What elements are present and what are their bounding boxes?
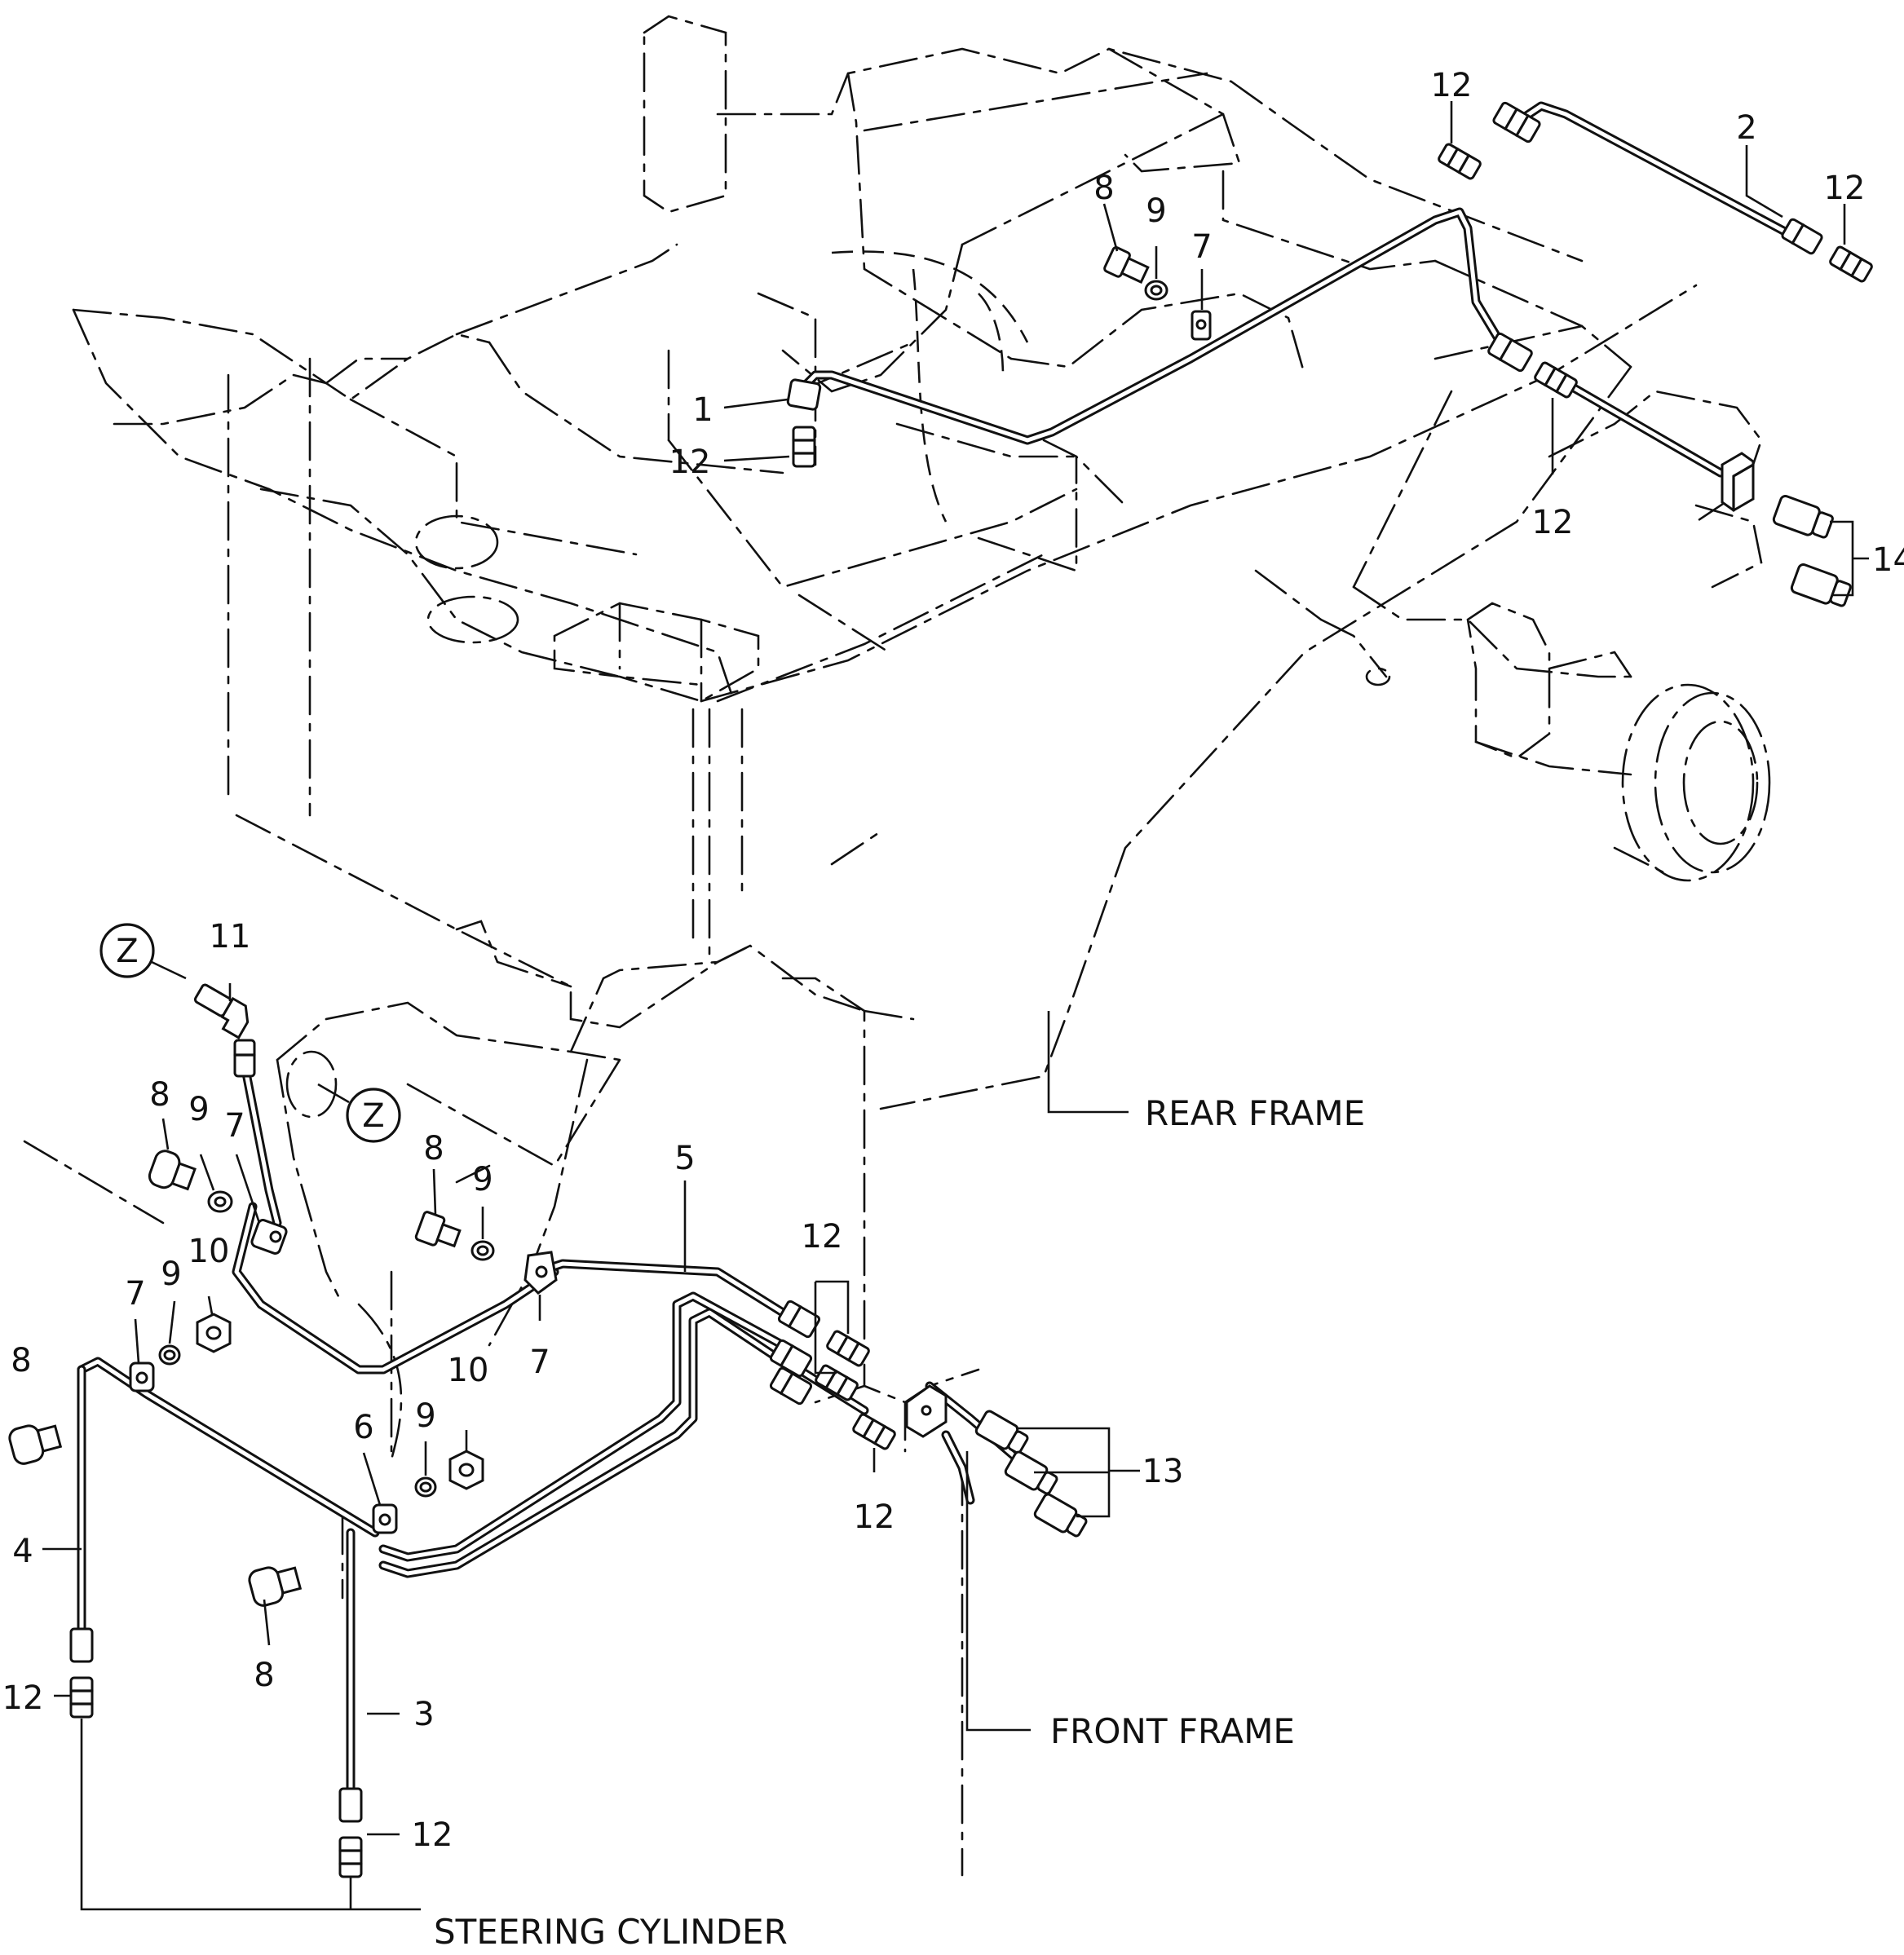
fitting-12 [1438, 143, 1482, 180]
bolt-8 [248, 1566, 303, 1607]
callout: 12 [1431, 67, 1473, 104]
clamp-7 [523, 1251, 558, 1295]
fitting-13 [974, 1410, 1029, 1454]
callout: 8 [11, 1342, 31, 1379]
bolt-8 [1103, 246, 1150, 285]
callouts-front-mid: 8 9 7 6 9 10 8 3 12 [254, 1130, 550, 1854]
callouts-front-right: 5 12 12 13 [674, 1140, 1183, 1536]
callout: 7 [125, 1275, 145, 1313]
callout: 1 [692, 391, 713, 429]
fitting [769, 1366, 813, 1406]
washer-9 [1144, 280, 1168, 301]
clamp-6 [372, 1503, 398, 1534]
callout: 5 [674, 1140, 695, 1177]
washer-9 [414, 1476, 437, 1498]
callout: 6 [353, 1409, 373, 1446]
rear-frame-outline [72, 15, 1763, 964]
fitting-12 [1829, 245, 1873, 283]
fitting-12 [69, 1676, 94, 1719]
callout: 12 [802, 1218, 843, 1256]
frame-hole [285, 1050, 338, 1119]
callout: 8 [1093, 170, 1114, 207]
callout: 14 [1872, 541, 1904, 579]
view-marker-label: Z [116, 933, 138, 970]
callouts-front-left: 11 8 9 7 9 10 7 8 4 12 [2, 918, 251, 1717]
fitting-12 [1534, 361, 1578, 399]
callouts-rear: 12 2 12 8 9 7 1 12 12 14 [669, 67, 1904, 579]
callout: 8 [149, 1076, 170, 1114]
nut-10 [196, 1313, 232, 1353]
steering-cylinder-label: STEERING CYLINDER [434, 1912, 788, 1952]
rear-frame-edge [879, 365, 1632, 1110]
callout: 8 [423, 1130, 444, 1167]
callout: 7 [529, 1344, 550, 1381]
bolt-8 [8, 1424, 63, 1465]
callout: 12 [412, 1816, 453, 1854]
washer-9 [470, 1240, 495, 1261]
fittings [8, 101, 1873, 1878]
view-marker-z-frame: Z [346, 1088, 401, 1143]
manifold-block [905, 1384, 948, 1438]
clamp-7 [129, 1361, 155, 1392]
callout: 9 [188, 1091, 209, 1128]
rear-axle-housing [1319, 585, 1771, 882]
leader-lines [42, 101, 1869, 1911]
callout: 8 [254, 1657, 274, 1694]
bolt-8 [414, 1211, 462, 1248]
washer-9 [207, 1190, 233, 1213]
callout: 7 [224, 1107, 245, 1145]
rear-frame-label: REAR FRAME [1145, 1093, 1365, 1133]
fitting-13 [1004, 1450, 1058, 1495]
view-marker-z-top: Z [99, 923, 155, 978]
bolt-8 [148, 1150, 197, 1191]
fitting-14 [1772, 495, 1834, 539]
callout: 10 [448, 1352, 489, 1389]
callout: 12 [669, 444, 711, 481]
fitting-12 [792, 426, 816, 468]
hose-end [233, 1039, 256, 1078]
callout: 9 [472, 1161, 493, 1198]
nut-10 [448, 1450, 484, 1490]
callout: 9 [415, 1397, 435, 1435]
z-leader-top [151, 960, 187, 980]
callout: 9 [161, 1256, 181, 1293]
pipe-3-end [338, 1787, 363, 1823]
callout: 12 [1824, 170, 1866, 207]
pipe-4-end [69, 1627, 94, 1663]
callout: 12 [2, 1679, 44, 1717]
callout: 9 [1146, 192, 1166, 230]
elbow-11 [193, 983, 250, 1039]
valve-block [1721, 452, 1755, 512]
callout: 2 [1736, 109, 1756, 147]
callout: 12 [1532, 504, 1574, 541]
callout: 3 [413, 1696, 434, 1733]
fitting-12 [815, 1364, 859, 1401]
fitting-2-end [1781, 218, 1823, 255]
fitting-14 [1790, 563, 1852, 607]
callout: 13 [1142, 1453, 1184, 1490]
callout: 12 [854, 1498, 895, 1536]
washer-9 [158, 1344, 181, 1366]
callout: 7 [1191, 228, 1212, 266]
view-marker-label: Z [362, 1097, 384, 1135]
hydraulic-pipes [77, 101, 1799, 1798]
fitting-elbow-2 [1492, 101, 1541, 143]
front-frame-label: FRONT FRAME [1050, 1711, 1295, 1751]
callout: 4 [12, 1533, 33, 1570]
clamp-7 [1191, 310, 1212, 341]
fitting-elbow-1 [786, 378, 822, 411]
fitting-12 [852, 1413, 896, 1450]
clamp-7 [250, 1219, 288, 1255]
fitting-12 [338, 1836, 363, 1878]
fitting-5-end [777, 1300, 821, 1339]
callout: 10 [188, 1233, 230, 1270]
fitting-12 [826, 1330, 870, 1367]
callout: 11 [210, 918, 251, 955]
z-leader-frame [317, 1083, 350, 1104]
fitting-elbow [1487, 332, 1533, 373]
